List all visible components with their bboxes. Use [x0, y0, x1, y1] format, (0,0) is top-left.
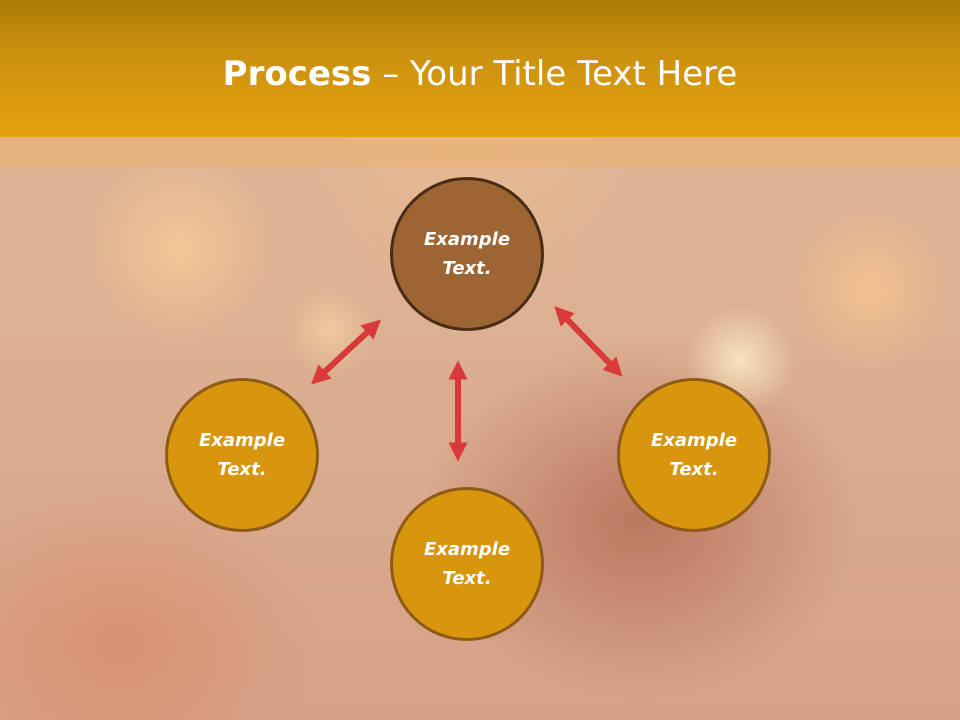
node-top-text: Example Text.	[423, 229, 511, 279]
title-bar-strip	[0, 137, 960, 167]
process-node-left: Example Text.	[165, 378, 319, 532]
node-right-text: Example Text.	[650, 430, 738, 480]
title-bold: Process	[222, 54, 372, 94]
process-node-right: Example Text.	[617, 378, 771, 532]
node-bottom-text: Example Text.	[423, 539, 511, 589]
title-dash: –	[371, 54, 411, 94]
slide-title: Process – Your Title Text Here	[0, 52, 960, 96]
process-node-bottom: Example Text.	[390, 487, 544, 641]
title-bar	[0, 0, 960, 137]
process-node-top: Example Text.	[390, 177, 544, 331]
arrow-top-left	[310, 319, 382, 385]
arrow-top-right	[554, 306, 623, 377]
node-left-text: Example Text.	[198, 430, 286, 480]
title-rest: Your Title Text Here	[410, 54, 738, 94]
